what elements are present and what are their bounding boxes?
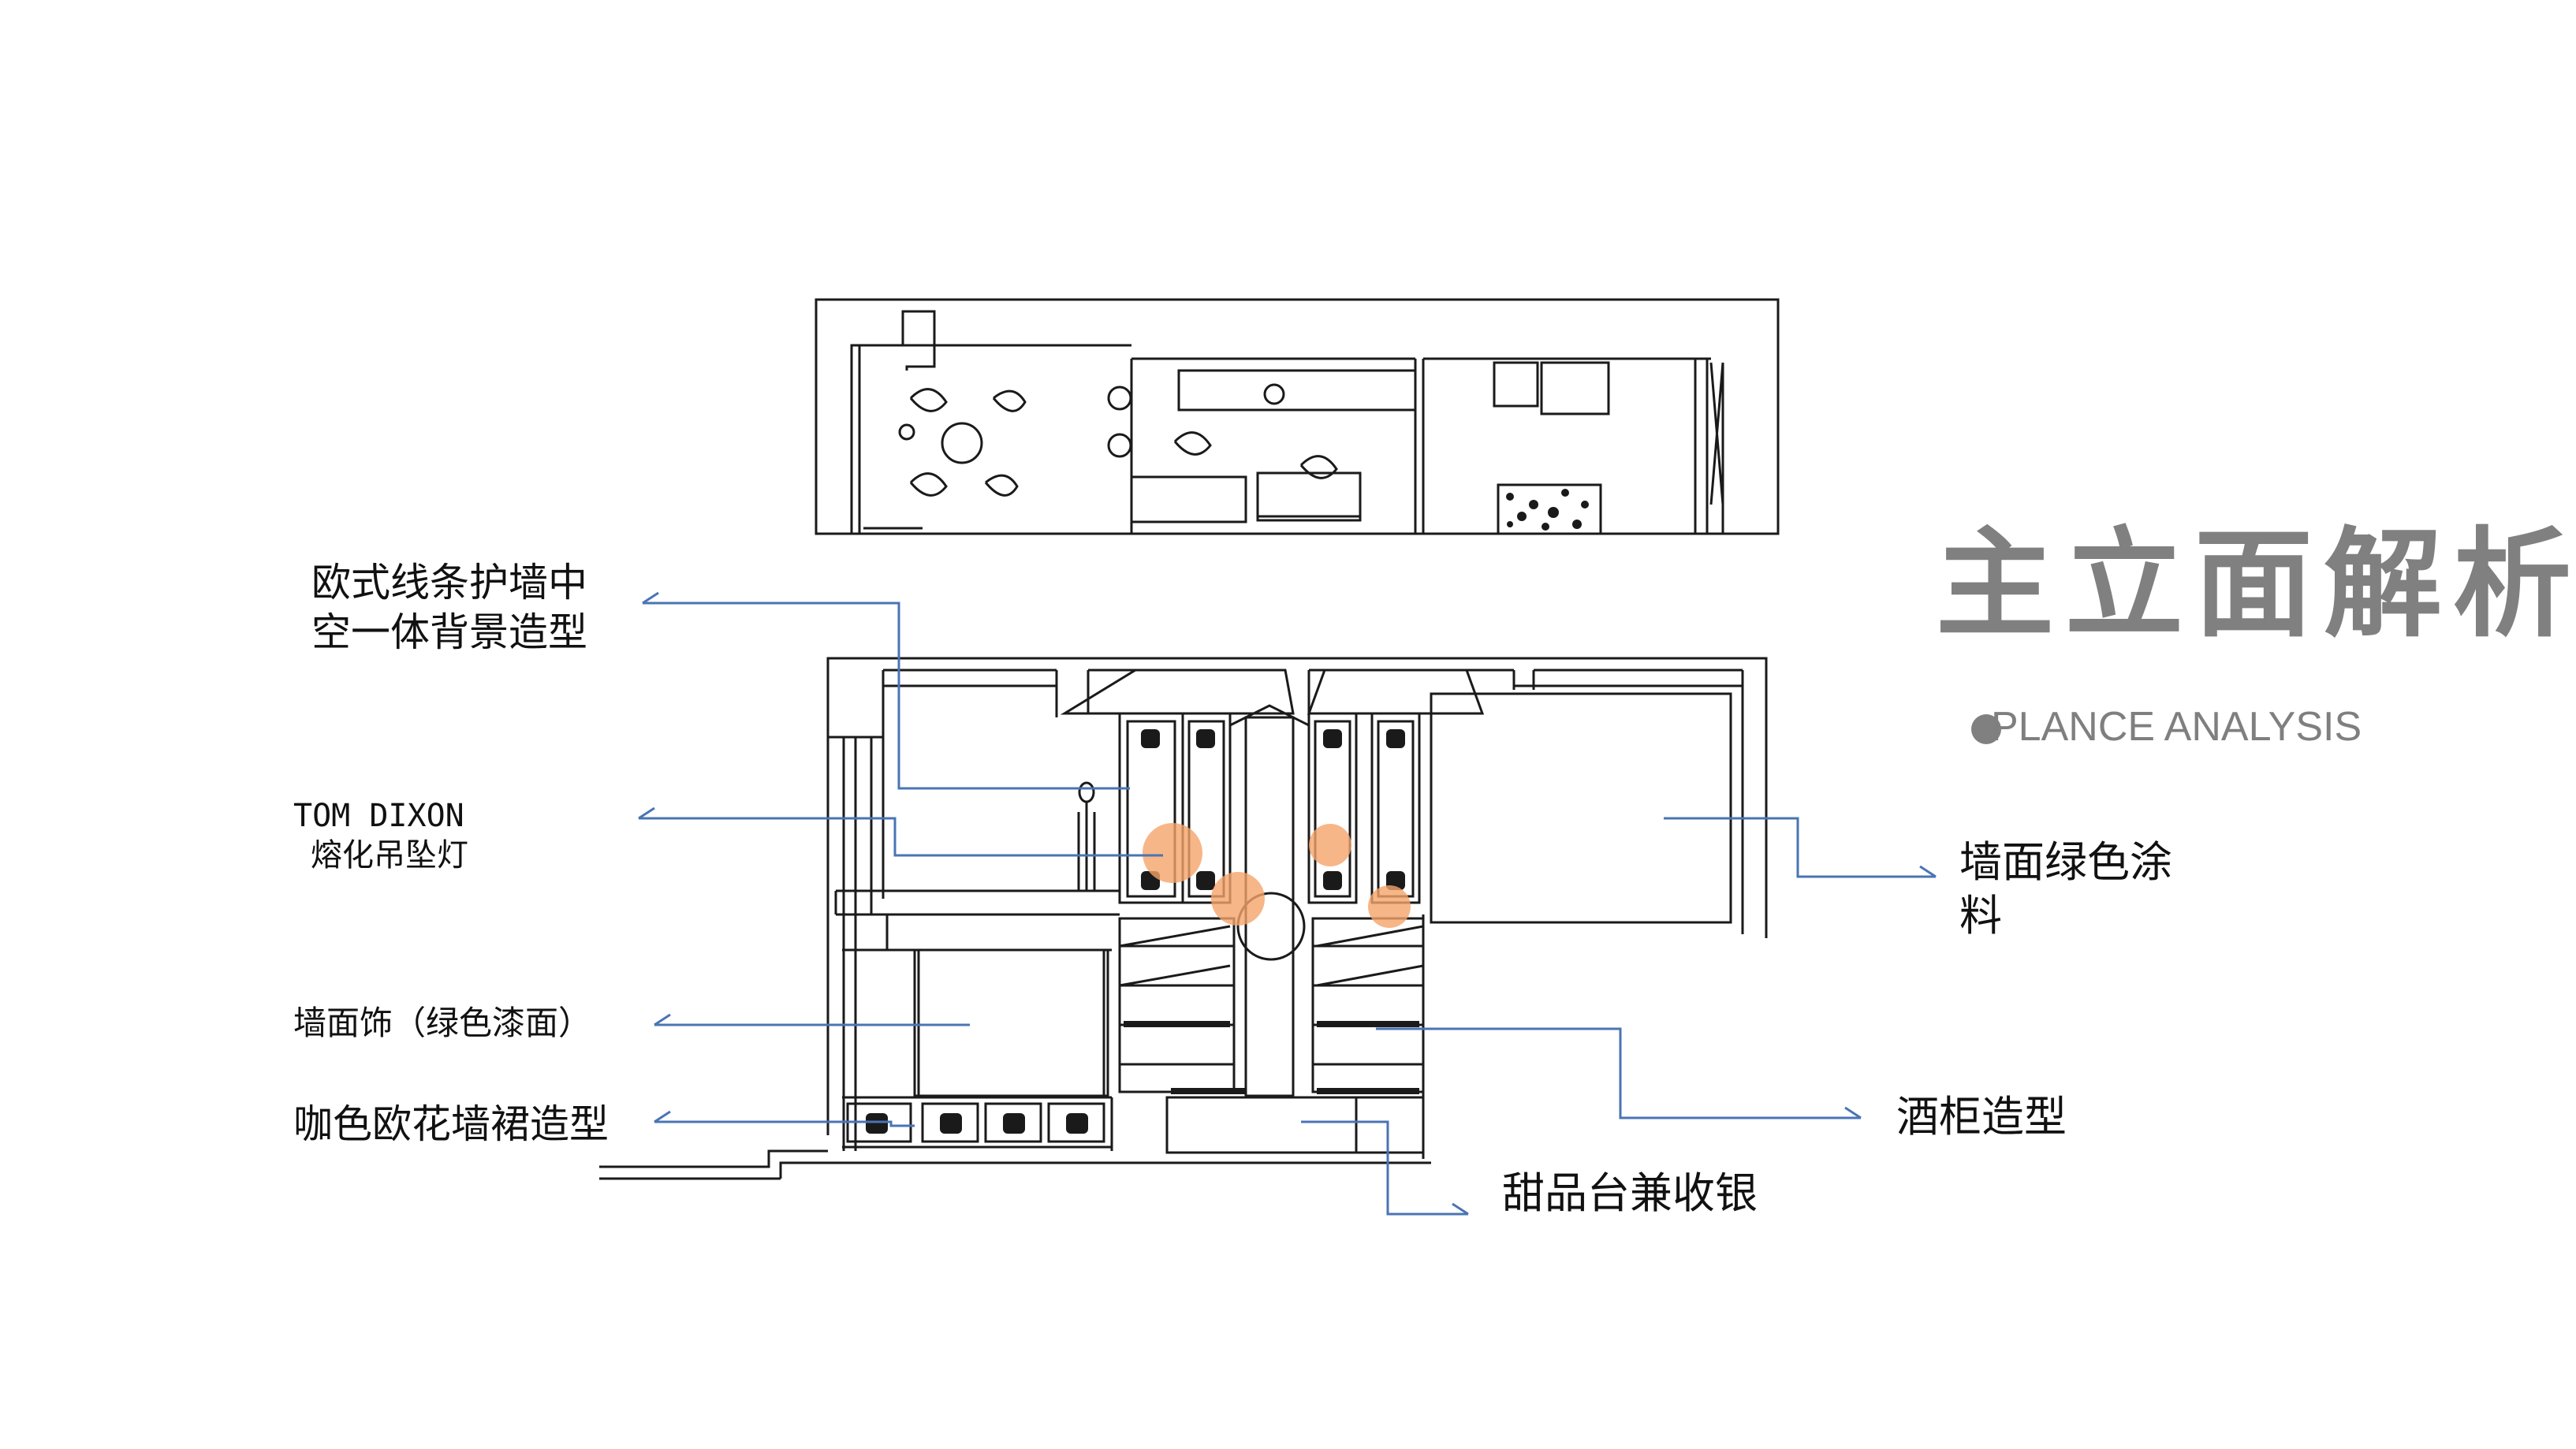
label-pendant-lamp-line-1: TOM DIXON	[293, 798, 464, 834]
label-green-paint: 墙面绿色涂 料	[1959, 836, 2172, 942]
label-wall-backdrop-line-1: 欧式线条护墙中	[311, 560, 587, 605]
label-pendant-lamp-line-2: 熔化吊坠灯	[311, 837, 468, 873]
cabinet-ornaments	[866, 729, 1419, 1134]
page-subtitle: PLANCE ANALYSIS	[1991, 704, 2362, 750]
label-wall-backdrop: 欧式线条护墙中 空一体背景造型	[311, 558, 587, 657]
label-wall-backdrop-line-2: 空一体背景造型	[311, 609, 587, 655]
label-green-paint-line-1: 墙面绿色涂	[1959, 837, 2172, 887]
bullet-dot	[1971, 714, 2001, 744]
label-pendant-lamp: TOM DIXON 熔化吊坠灯	[293, 796, 468, 875]
page-title: 主立面解析	[1936, 516, 2576, 654]
label-wall-finish: 墙面饰（绿色漆面）	[293, 1004, 592, 1042]
elevation	[599, 657, 1768, 1180]
floor-plan-texture	[1506, 489, 1589, 531]
label-wainscot: 咖色欧花墙裙造型	[293, 1101, 609, 1147]
label-wine-cabinet: 酒柜造型	[1896, 1092, 2067, 1142]
label-dessert-counter: 甜品台兼收银	[1502, 1168, 1758, 1218]
pendant-lamps	[1143, 823, 1411, 928]
leader-lines	[638, 591, 1937, 1216]
floor-plan	[815, 298, 1780, 535]
label-green-paint-line-2: 料	[1959, 890, 2002, 941]
